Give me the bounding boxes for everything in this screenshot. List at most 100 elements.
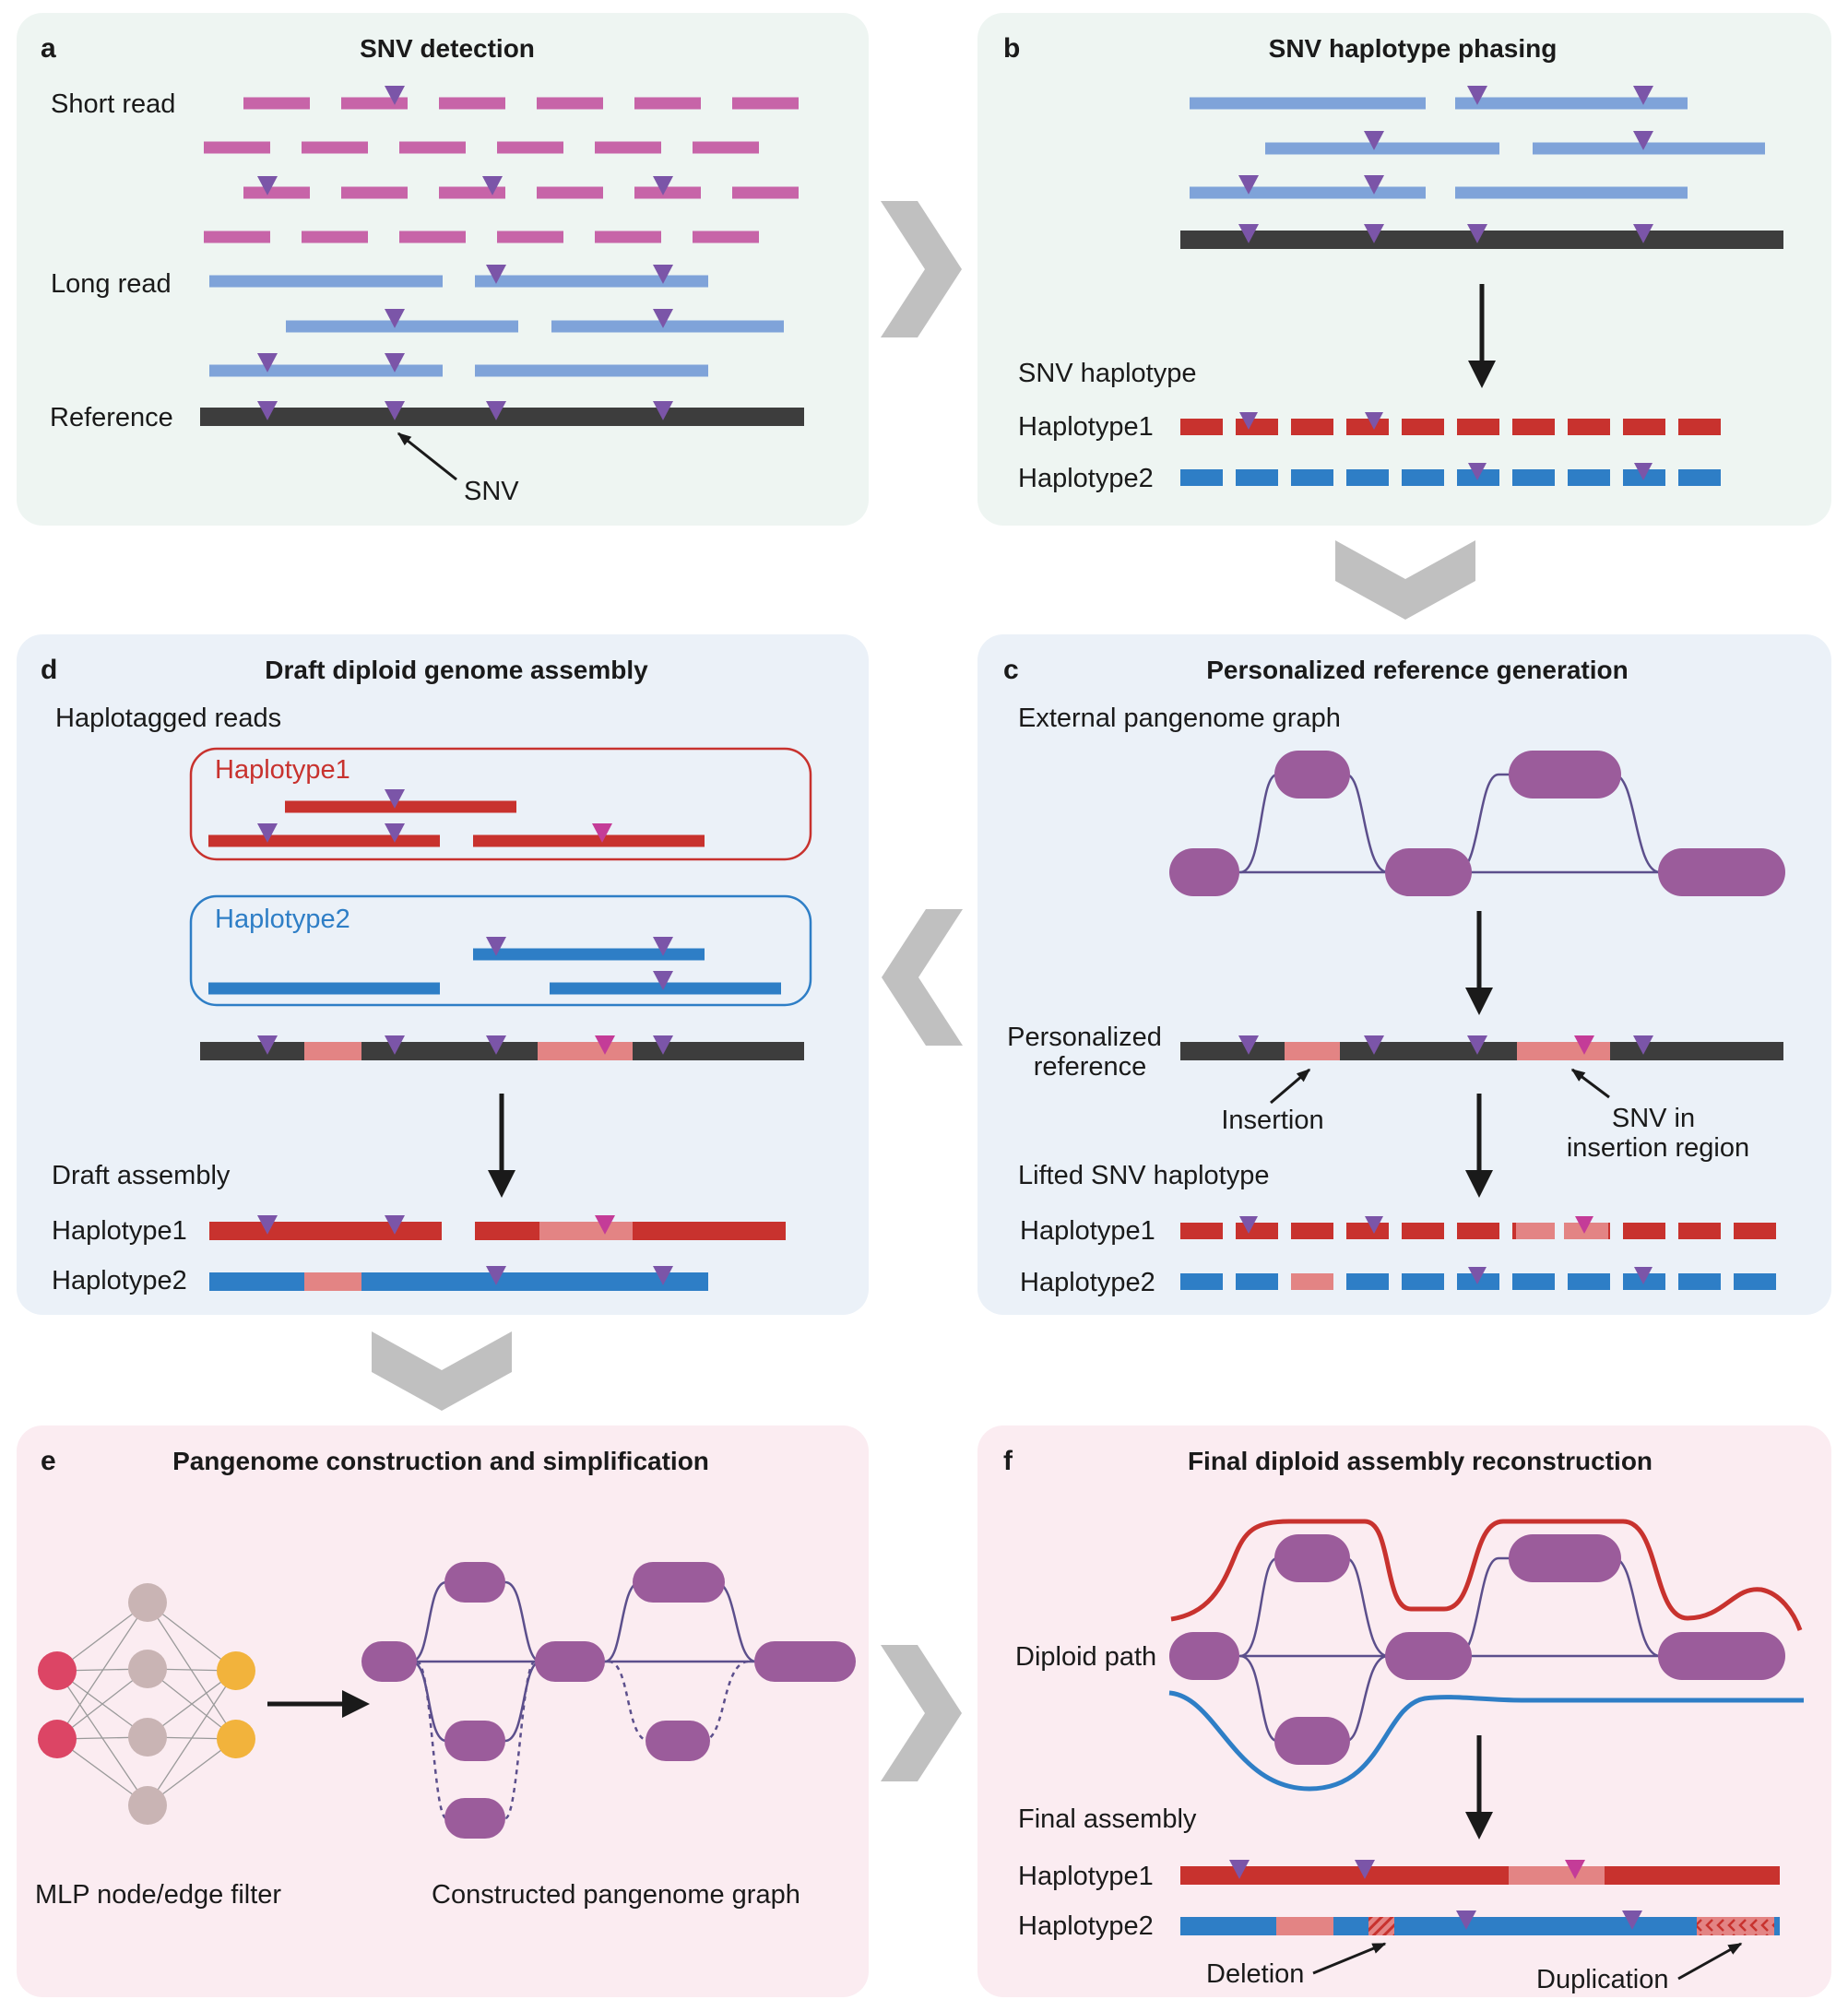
haplotype2-segment — [1568, 1273, 1610, 1290]
snv-haplotype-label: SNV haplotype — [1018, 359, 1196, 388]
short-read — [243, 97, 310, 110]
short-read — [595, 231, 661, 243]
graph-node — [1509, 1534, 1621, 1582]
short-read — [497, 141, 563, 154]
graph-node — [1658, 1632, 1785, 1680]
snv-marker — [1365, 412, 1383, 430]
haplotype2-segment — [1291, 469, 1333, 486]
haplotagged-label: Haplotagged reads — [55, 704, 281, 733]
short-read — [204, 141, 270, 154]
panel-d-haplotype1-label: Haplotype1 — [52, 1216, 187, 1246]
snv-marker — [1229, 1860, 1250, 1879]
haplotype1-segment — [1512, 419, 1555, 435]
panel-c-background — [977, 634, 1831, 1315]
short-read — [537, 97, 603, 110]
snv-marker — [486, 1035, 506, 1055]
short-read — [302, 231, 368, 243]
long-read-label: Long read — [51, 269, 172, 299]
panel-b-reads — [1180, 86, 1783, 249]
haplotype1-segment — [1457, 419, 1499, 435]
mlp-hidden-node — [128, 1583, 167, 1622]
final-haplotype2 — [1180, 1917, 1780, 1935]
panel-d-background — [17, 634, 869, 1315]
snv-marker — [1355, 1860, 1375, 1879]
graph-node — [1385, 848, 1472, 896]
snv-marker — [1634, 1267, 1653, 1284]
insertion-segment — [1276, 1917, 1333, 1935]
short-read — [439, 186, 505, 199]
snv-marker — [1238, 224, 1259, 243]
snv-marker — [1468, 1267, 1487, 1284]
haplotype1-read — [208, 834, 440, 847]
haplotype1-segment — [1678, 1223, 1721, 1239]
constructed-graph-label: Constructed pangenome graph — [432, 1880, 800, 1910]
insertion-pointer-arrow — [1270, 1068, 1311, 1105]
final-assembly-label: Final assembly — [1018, 1804, 1197, 1834]
mlp-output-node — [217, 1720, 255, 1758]
graph-node — [1169, 1632, 1239, 1680]
snv-pointer-arrow — [397, 432, 457, 481]
flow-arrow-e-to-f — [881, 1645, 962, 1781]
snv-marker — [1467, 86, 1487, 105]
graph-node — [646, 1721, 710, 1761]
long-read — [209, 364, 443, 377]
mlp-hidden-node — [128, 1786, 167, 1825]
reference-label: Reference — [50, 403, 173, 432]
snv-marker — [385, 401, 405, 420]
haplotype1-segment — [1734, 1223, 1776, 1239]
panel-d: d Draft diploid genome assembly Haplotag… — [41, 655, 812, 1295]
short-read — [497, 231, 563, 243]
haplotype1-segment — [1346, 419, 1389, 435]
diploid-path-graph — [1168, 1519, 1804, 1792]
snv-marker — [486, 1266, 506, 1285]
haplotype2-read — [550, 982, 781, 995]
reference-genome — [1180, 231, 1783, 249]
panel-d-haplotype2-label: Haplotype2 — [52, 1266, 187, 1295]
mlp-connection — [147, 1670, 237, 1806]
haplotype2-segment — [1236, 1273, 1278, 1290]
panel-d-title: Draft diploid genome assembly — [265, 656, 648, 684]
haplotype2-segment — [1568, 469, 1610, 486]
panel-f-haplotype2-label: Haplotype2 — [1018, 1911, 1154, 1941]
haplotype2-segment — [1236, 469, 1278, 486]
deletion-label: Deletion — [1206, 1959, 1304, 1989]
snv-marker — [385, 353, 405, 373]
snv-marker — [1622, 1910, 1642, 1930]
haplotype1-segment — [1236, 1223, 1278, 1239]
snv-insertion-label-2: insertion region — [1567, 1133, 1749, 1163]
haplotype2-read-box — [189, 894, 812, 1007]
insertion-segment — [1509, 1866, 1605, 1885]
draft-haplotype2 — [209, 1272, 708, 1291]
panel-b-letter: b — [1003, 33, 1020, 64]
haplotype1-segment — [1623, 419, 1665, 435]
short-read — [341, 186, 408, 199]
snv-marker — [385, 309, 405, 328]
mlp-connection — [56, 1602, 148, 1740]
haplotype2-box-label: Haplotype2 — [215, 905, 350, 934]
short-read — [302, 141, 368, 154]
long-read — [1533, 142, 1765, 155]
snv-marker — [385, 1035, 405, 1055]
mlp-output-node — [217, 1651, 255, 1690]
short-read — [693, 141, 759, 154]
short-read — [341, 97, 408, 110]
haplotype1-segment — [1568, 419, 1610, 435]
snv-marker — [1634, 463, 1653, 480]
snv-marker — [1565, 1860, 1585, 1879]
short-read — [732, 97, 799, 110]
graph-node — [444, 1721, 505, 1761]
duplication-pointer-arrow — [1677, 1942, 1743, 1981]
panel-a-title: SNV detection — [360, 34, 535, 63]
panel-e-background — [17, 1425, 869, 1997]
long-read — [475, 364, 708, 377]
long-read — [1455, 97, 1688, 110]
haplotype1-read — [473, 834, 705, 847]
panel-c: c Personalized reference generation Exte… — [1003, 655, 1785, 1297]
final-haplotypes — [1180, 1860, 1780, 1935]
panel-c-title: Personalized reference generation — [1206, 656, 1629, 684]
haplotype2-read — [473, 948, 705, 961]
mlp-input-node — [38, 1720, 77, 1758]
snv-marker — [385, 1215, 405, 1235]
snv-marker — [1633, 131, 1653, 150]
